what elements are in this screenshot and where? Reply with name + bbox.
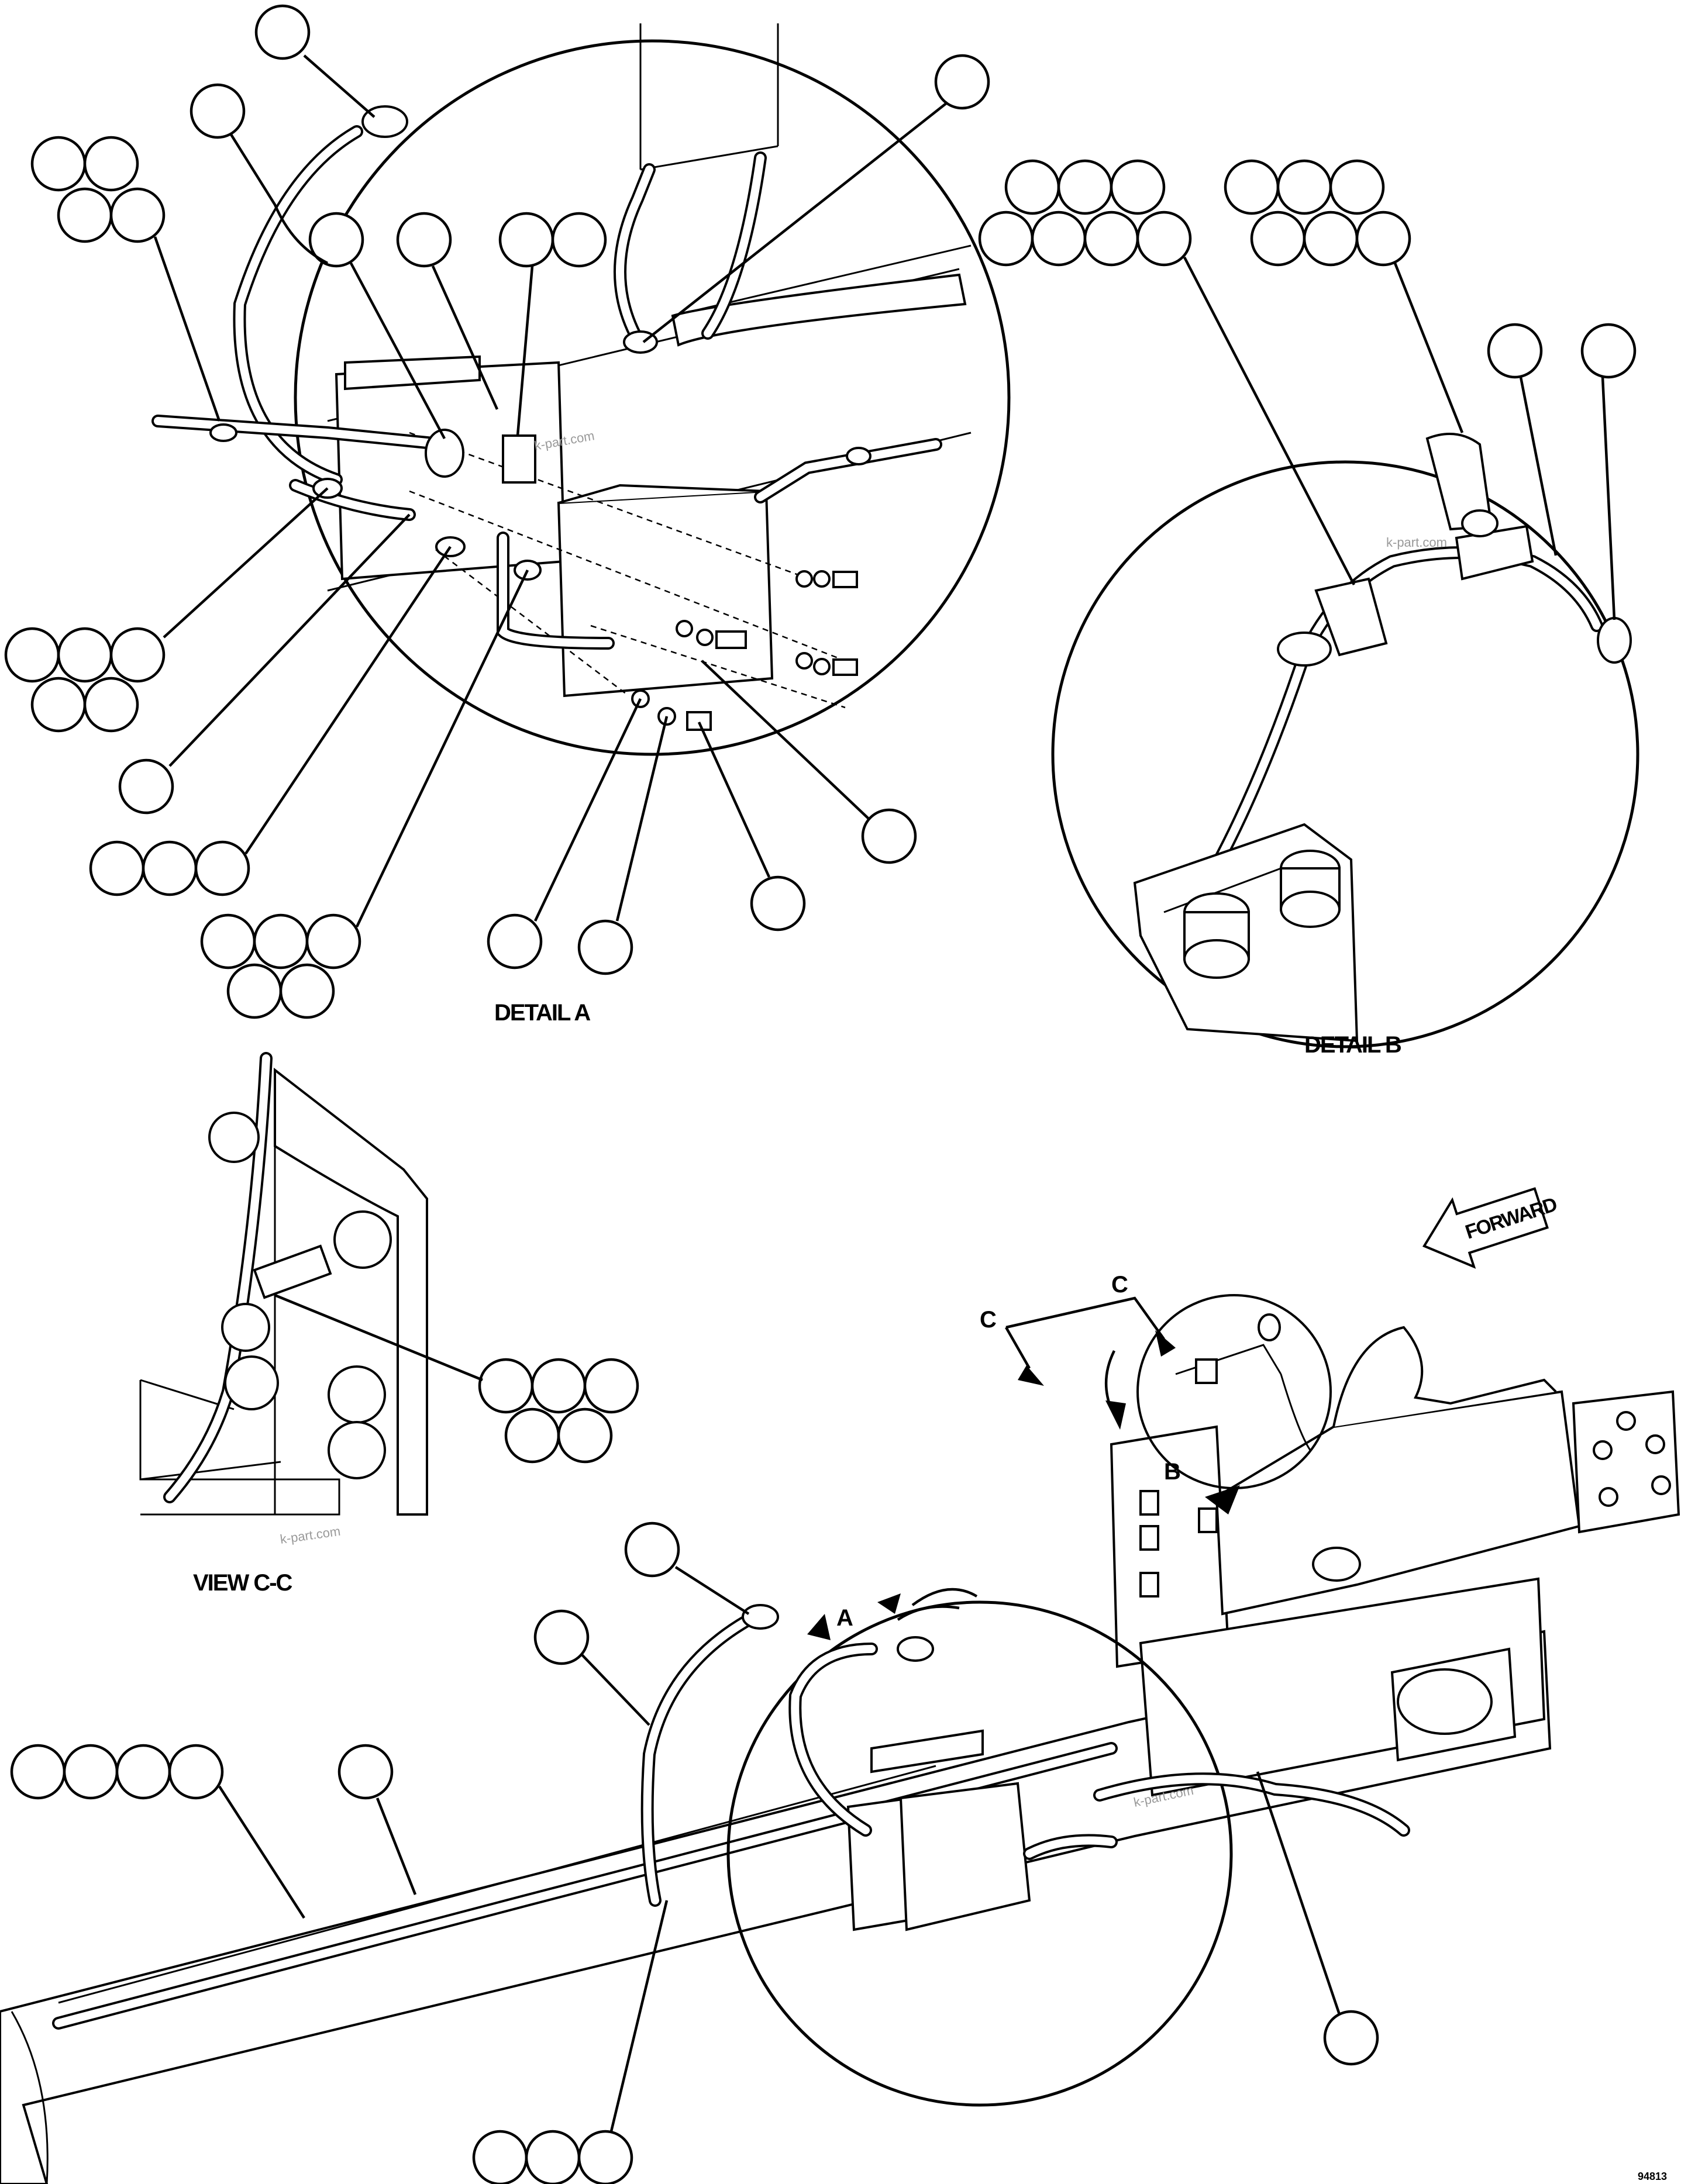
callout-cluster	[10, 1521, 1379, 2184]
main-assembly: k-part.com FORWARD C C B A	[0, 1187, 1680, 2184]
valve-block	[274, 1067, 428, 1516]
forward-arrow: FORWARD	[1422, 1187, 1560, 1269]
marker-b: B	[1164, 1459, 1180, 1485]
detail-b: k-part.com DETAIL B	[978, 159, 1639, 1058]
callout-cluster	[978, 159, 1637, 379]
view-cc-label: VIEW C-C	[193, 1570, 292, 1596]
watermark: k-part.com	[279, 1524, 341, 1547]
detail-a: k-part.com	[4, 4, 1011, 1026]
watermark: k-part.com	[1386, 535, 1447, 550]
view-cc: k-part.com VIEW C-C	[139, 1052, 639, 1596]
cover-box	[557, 489, 774, 698]
relay-bracket	[344, 355, 481, 391]
connector	[1455, 525, 1534, 581]
marker-c-right: C	[1111, 1272, 1128, 1298]
callout-cluster	[478, 1358, 639, 1464]
detail-b-label: DETAIL B	[1304, 1032, 1401, 1058]
view-a-arrow	[911, 1588, 978, 1606]
fittings	[208, 1112, 392, 1479]
detail-a-label: DETAIL A	[494, 1000, 590, 1026]
callout-cluster	[4, 4, 990, 1019]
view-c-arrow	[1005, 1296, 1165, 1340]
detail-a-locator	[726, 1600, 1233, 2107]
detail-a-magnifier	[294, 39, 1011, 756]
bolts	[1139, 1411, 1671, 1598]
marker-a: A	[836, 1605, 853, 1631]
drawing-number: 94813	[1638, 2171, 1667, 2182]
lower-frame	[1139, 1577, 1546, 1797]
detail-b-magnifier	[1051, 460, 1639, 1048]
marker-c-left: C	[980, 1307, 996, 1333]
